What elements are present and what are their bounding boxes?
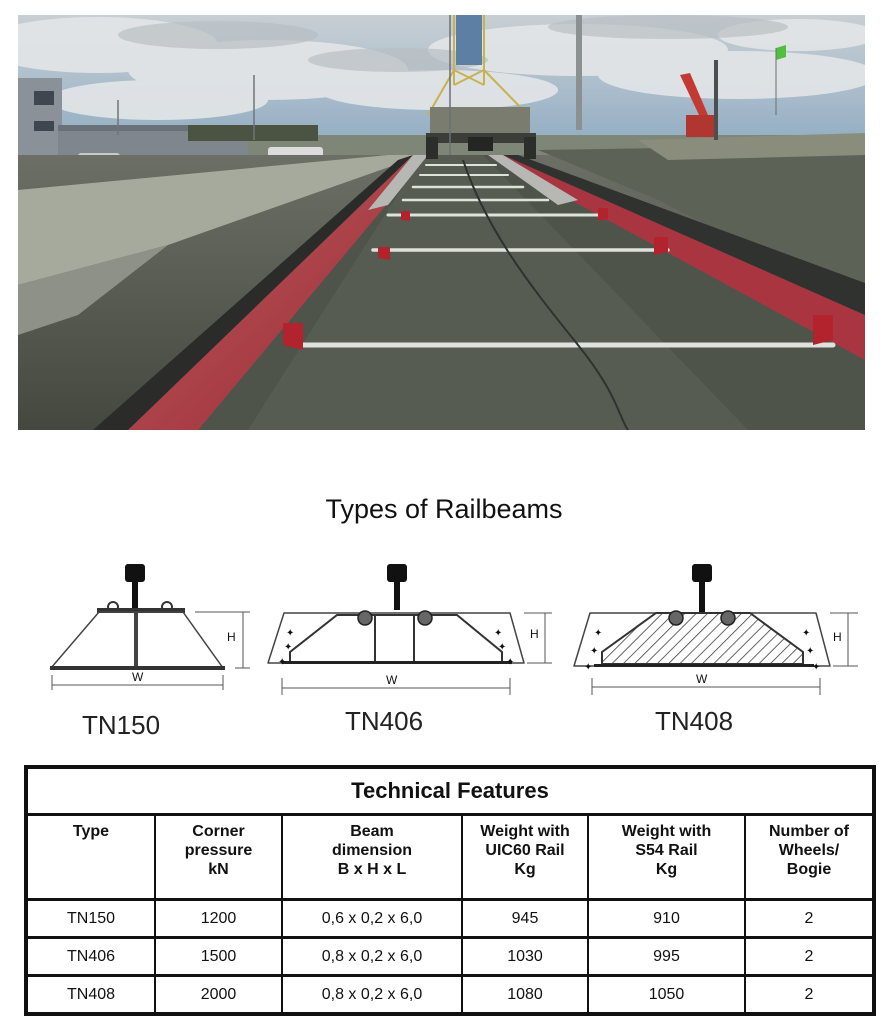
svg-text:✦: ✦ [286,628,294,639]
dimension-h-label: H [833,630,842,644]
svg-text:✦: ✦ [584,662,592,673]
header-line: Wheels/ [778,842,840,859]
cell-weight-uic60: 1030 [461,936,589,977]
diagram-label-tn406: TN406 [345,706,424,736]
diagram-tn150: H W [45,560,255,700]
header-corner-pressure: Corner pressure kN [154,813,283,901]
header-beam-dimension: Beam dimension B x H x L [281,813,463,901]
diagram-label-tn408: TN408 [655,706,734,736]
cell-weight-uic60: 945 [461,898,589,939]
header-line: Beam [350,823,394,840]
cell-wheels-per-bogie: 2 [743,936,876,977]
svg-text:✦: ✦ [278,657,286,668]
header-line: pressure [184,842,253,859]
cell-weight-s54: 910 [587,898,746,939]
table-caption-row: Technical Features [24,766,876,816]
header-line: Corner [192,823,245,840]
svg-text:✦: ✦ [812,662,820,673]
header-line: Type [72,823,110,840]
svg-text:✦: ✦ [494,628,502,639]
railbeam-tn406-cross-section: ✦✦✦ ✦✦✦ [267,564,552,695]
cell-beam-dimension: 0,8 x 0,2 x 6,0 [281,936,463,977]
header-line: Weight with [480,823,570,840]
technical-features-table: Technical Features Type Corner pressure … [24,765,877,1016]
cell-corner-pressure: 2000 [154,974,283,1016]
svg-text:✦: ✦ [284,642,292,653]
header-line: Weight with [621,823,712,840]
diagram-tn406: ✦✦✦ ✦✦✦ H W [262,560,562,700]
cell-beam-dimension: 0,8 x 0,2 x 6,0 [281,974,463,1016]
header-line: Bogie [786,861,832,878]
header-wheels-per-bogie: Number of Wheels/ Bogie [743,813,876,901]
header-weight-s54: Weight with S54 Rail Kg [587,813,746,901]
railbeam-tn408-cross-section: ✦ ✦ ✦ ✦ ✦ ✦ [573,564,858,695]
section-title: Types of Railbeams [325,494,563,524]
cell-corner-pressure: 1500 [154,936,283,977]
table-row: TN150 1200 0,6 x 0,2 x 6,0 945 910 2 [25,898,876,939]
header-line: kN [208,861,229,878]
railbeam-tn150-cross-section [49,564,250,690]
dimension-w-label: W [132,670,144,684]
header-line: Kg [514,861,536,878]
railbeam-site-photo [18,15,865,430]
cell-weight-s54: 1050 [587,974,746,1016]
svg-text:✦: ✦ [806,646,814,657]
svg-text:✦: ✦ [594,628,602,639]
photo-illustration [18,15,865,430]
dimension-w-label: W [696,672,708,686]
cell-corner-pressure: 1200 [154,898,283,939]
cell-type: TN406 [25,936,156,977]
table-caption: Technical Features [24,766,876,816]
svg-text:✦: ✦ [506,657,514,668]
cell-weight-uic60: 1080 [461,974,589,1016]
table-header-row: Type Corner pressure kN Beam dimension B… [25,813,876,901]
cell-wheels-per-bogie: 2 [743,898,876,939]
dimension-h-label: H [530,627,539,641]
diagram-label-tn150: TN150 [82,710,161,740]
header-line: S54 Rail [635,842,698,859]
cell-wheels-per-bogie: 2 [743,974,876,1016]
cell-type: TN150 [25,898,156,939]
header-line: UIC60 Rail [485,842,565,859]
cell-beam-dimension: 0,6 x 0,2 x 6,0 [281,898,463,939]
header-type: Type [25,813,156,901]
header-line: B x H x L [337,861,407,878]
diagram-tn408: ✦ ✦ ✦ ✦ ✦ ✦ H W [568,560,868,700]
cell-weight-s54: 995 [587,936,746,977]
header-line: Kg [655,861,678,878]
dimension-h-label: H [227,630,236,644]
svg-text:✦: ✦ [802,628,810,639]
dimension-w-label: W [386,673,398,687]
header-weight-uic60: Weight with UIC60 Rail Kg [461,813,589,901]
table-row: TN408 2000 0,8 x 0,2 x 6,0 1080 1050 2 [25,974,876,1016]
svg-text:✦: ✦ [590,646,598,657]
table-row: TN406 1500 0,8 x 0,2 x 6,0 1030 995 2 [25,936,876,977]
header-line: dimension [331,842,412,859]
cell-type: TN408 [25,974,156,1016]
svg-text:✦: ✦ [498,642,506,653]
header-line: Number of [769,823,849,840]
